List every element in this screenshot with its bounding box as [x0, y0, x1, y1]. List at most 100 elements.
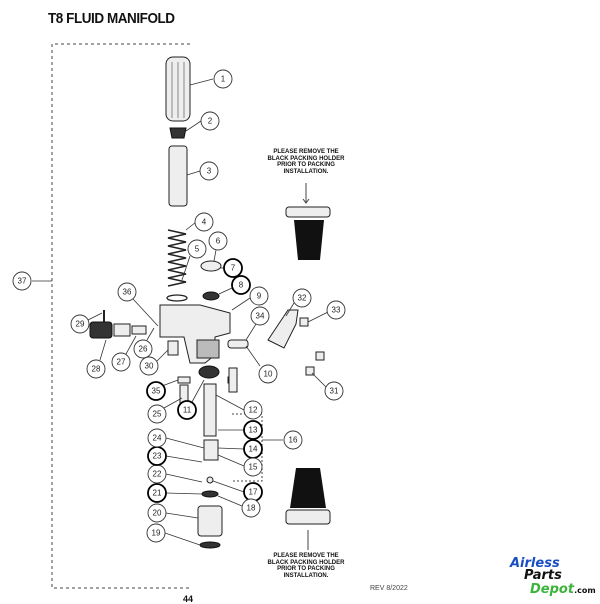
callout-31: 31	[324, 381, 344, 401]
svg-text:25: 25	[153, 410, 162, 419]
svg-text:30: 30	[145, 362, 154, 371]
callout-14: 14	[243, 439, 263, 459]
callout-10: 10	[258, 364, 278, 384]
fitting-10-part	[227, 339, 249, 349]
callout-6: 6	[208, 231, 228, 251]
callout-36: 36	[117, 282, 137, 302]
cartridge-part	[203, 439, 219, 461]
callout-3: 3	[199, 161, 219, 181]
callout-22: 22	[147, 464, 167, 484]
logo-line3: Depot	[530, 582, 575, 597]
svg-text:8: 8	[239, 281, 244, 290]
svg-text:6: 6	[216, 237, 221, 246]
callout-7: 7	[223, 258, 243, 278]
nut-part	[169, 127, 187, 139]
svg-text:20: 20	[153, 509, 162, 518]
callout-8: 8	[231, 275, 251, 295]
svg-text:35: 35	[152, 387, 161, 396]
svg-text:9: 9	[257, 292, 262, 301]
callout-4: 4	[194, 212, 214, 232]
callout-26: 26	[133, 339, 153, 359]
svg-text:31: 31	[330, 387, 339, 396]
svg-text:10: 10	[264, 370, 273, 379]
callout-1: 1	[213, 69, 233, 89]
ball-part	[206, 476, 214, 484]
callout-2: 2	[200, 111, 220, 131]
packing-note-bottom: PLEASE REMOVE THE BLACK PACKING HOLDER P…	[267, 553, 345, 579]
callout-13: 13	[243, 420, 263, 440]
svg-text:26: 26	[139, 345, 148, 354]
svg-text:3: 3	[207, 167, 212, 176]
callout-15: 15	[243, 457, 263, 477]
callout-18: 18	[241, 498, 261, 518]
callout-25: 25	[147, 404, 167, 424]
seal-11-part	[198, 365, 220, 379]
callout-16: 16	[283, 430, 303, 450]
packing-note-top: PLEASE REMOVE THE BLACK PACKING HOLDER P…	[267, 149, 345, 175]
group-16-bracket	[232, 413, 263, 482]
callout-24: 24	[147, 428, 167, 448]
svg-text:7: 7	[231, 264, 236, 273]
callout-32: 32	[292, 288, 312, 308]
svg-text:17: 17	[249, 488, 258, 497]
svg-text:22: 22	[153, 470, 162, 479]
callout-37: 37	[12, 271, 32, 291]
callout-9: 9	[249, 286, 269, 306]
svg-text:16: 16	[289, 436, 298, 445]
callout-12: 12	[243, 400, 263, 420]
logo-line2: Parts	[524, 568, 562, 583]
svg-text:5: 5	[195, 245, 200, 254]
callout-23: 23	[147, 446, 167, 466]
lower-housing-part	[197, 505, 223, 537]
svg-text:33: 33	[332, 306, 341, 315]
logo-line1: Airless	[510, 556, 560, 571]
svg-text:37: 37	[18, 277, 27, 286]
page-title: T8 FLUID MANIFOLD	[48, 10, 175, 27]
spring-part	[167, 229, 187, 287]
bracket-32-part	[267, 309, 299, 349]
manifold-body-part	[159, 304, 231, 364]
svg-text:1: 1	[221, 75, 226, 84]
svg-text:27: 27	[117, 358, 126, 367]
oring-part	[166, 294, 188, 302]
seal-dark-part	[202, 291, 220, 301]
svg-text:4: 4	[202, 218, 207, 227]
callout-19: 19	[146, 523, 166, 543]
svg-text:14: 14	[249, 445, 258, 454]
packing-holder-bottom	[285, 468, 331, 525]
svg-text:34: 34	[256, 312, 265, 321]
handle-part	[165, 56, 191, 122]
logo-suffix: .com	[574, 586, 596, 595]
svg-text:12: 12	[249, 406, 258, 415]
tube-part	[168, 145, 188, 207]
svg-text:32: 32	[298, 294, 307, 303]
svg-text:11: 11	[183, 406, 192, 415]
callout-20: 20	[147, 503, 167, 523]
page-number: 44	[183, 594, 194, 604]
callout-30: 30	[139, 356, 159, 376]
svg-text:2: 2	[208, 117, 213, 126]
callout-11: 11	[177, 400, 197, 420]
svg-text:28: 28	[92, 365, 101, 374]
callout-29: 29	[70, 314, 90, 334]
callout-17: 17	[243, 482, 263, 502]
piston-rod-part	[203, 383, 217, 437]
fitting-30-part	[167, 340, 179, 356]
bolt-part	[228, 367, 238, 393]
screw-31-part	[305, 366, 315, 376]
svg-text:21: 21	[153, 489, 162, 498]
callout-21: 21	[147, 483, 167, 503]
airless-parts-depot-logo: Airless Parts Depot.com	[510, 556, 596, 597]
callout-5: 5	[187, 239, 207, 259]
svg-text:19: 19	[152, 529, 161, 538]
callout-34: 34	[250, 306, 270, 326]
svg-text:29: 29	[76, 320, 85, 329]
left-fitting-part	[89, 310, 147, 339]
callout-33: 33	[326, 300, 346, 320]
callout-35: 35	[146, 381, 166, 401]
callout-27: 27	[111, 352, 131, 372]
packing-holder-top	[285, 206, 331, 260]
svg-text:13: 13	[249, 426, 258, 435]
svg-text:18: 18	[247, 504, 256, 513]
